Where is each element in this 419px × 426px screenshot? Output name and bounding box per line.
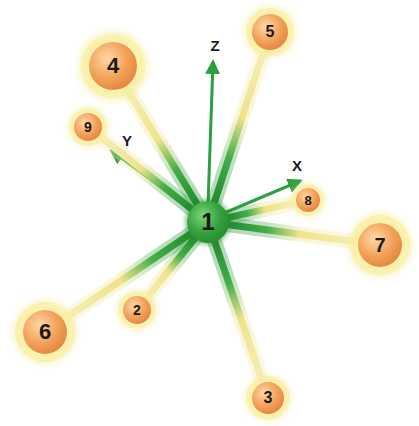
callout-number: 8 xyxy=(304,194,311,207)
bond-glow xyxy=(227,225,359,243)
z-axis-arrow xyxy=(208,62,213,205)
bond-glow xyxy=(98,135,193,210)
axis-label: Z xyxy=(210,38,219,53)
atom-sphere: 5 xyxy=(252,14,288,50)
callout-number: 1 xyxy=(201,210,214,234)
bond-glow xyxy=(227,202,298,218)
callout-number: 6 xyxy=(39,321,51,343)
atom-sphere: 6 xyxy=(23,310,67,354)
atom-sphere: 2 xyxy=(123,296,151,324)
callout-number: 7 xyxy=(374,235,385,255)
bond-connector xyxy=(227,202,298,218)
central-sphere: 1 xyxy=(187,201,229,243)
bond-group xyxy=(98,135,193,210)
bond-connector xyxy=(98,135,193,210)
callout-number: 2 xyxy=(133,303,141,317)
bond-connector xyxy=(227,225,359,243)
bond-connector xyxy=(214,240,263,384)
bond-glow xyxy=(214,48,265,204)
callout-number: 4 xyxy=(107,55,119,77)
bond-group xyxy=(227,225,359,243)
atom-sphere: 3 xyxy=(252,382,284,414)
atom-sphere: 7 xyxy=(358,223,402,267)
atom-sphere: 9 xyxy=(74,113,102,141)
callout-number: 9 xyxy=(84,120,92,134)
bond-glow xyxy=(214,240,263,384)
axis-label: Y xyxy=(122,133,132,148)
bond-group xyxy=(214,240,263,384)
atom-sphere: 4 xyxy=(89,42,137,90)
bond-group xyxy=(214,48,265,204)
bond-group xyxy=(227,202,298,218)
callout-number: 5 xyxy=(266,24,275,40)
axis-label: X xyxy=(292,158,302,173)
bond-connector xyxy=(214,48,265,204)
atom-sphere: 8 xyxy=(296,188,320,212)
callout-number: 3 xyxy=(264,390,273,406)
